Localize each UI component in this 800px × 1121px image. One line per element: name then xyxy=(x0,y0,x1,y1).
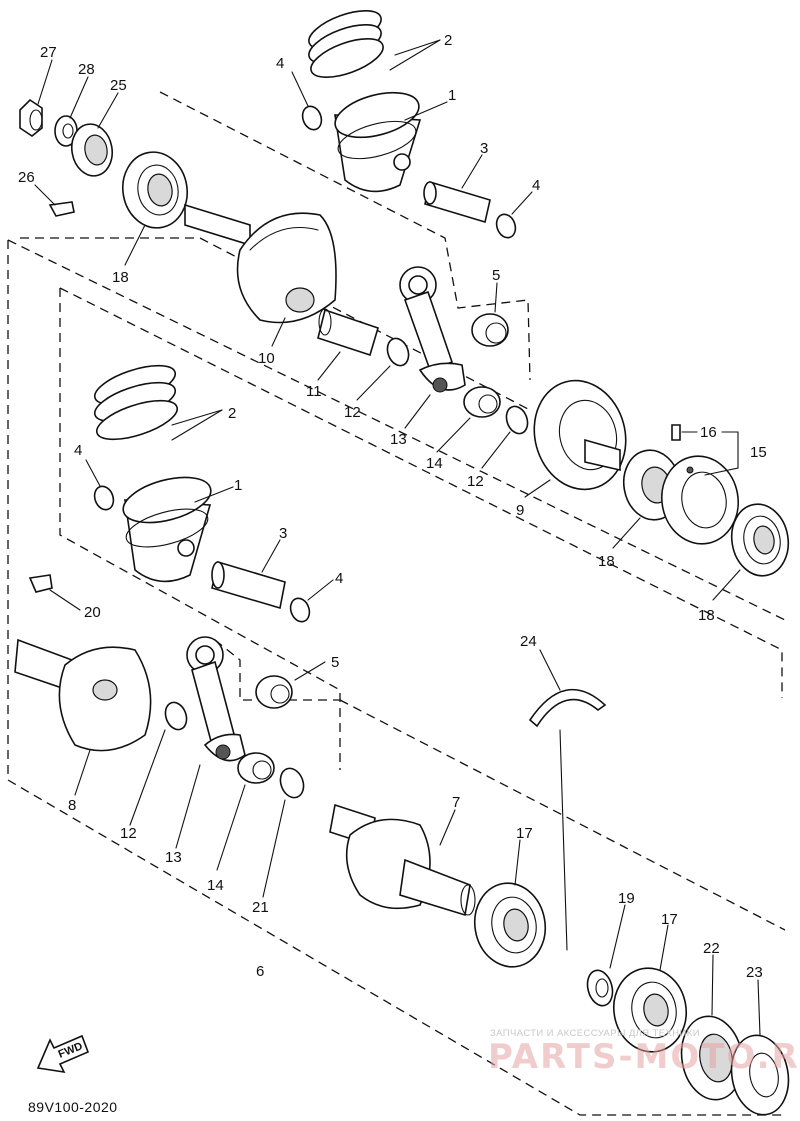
callout-5: 5 xyxy=(331,654,339,671)
callout-25: 25 xyxy=(110,77,127,94)
callout-8: 8 xyxy=(68,797,76,814)
fwd-arrow: FWD xyxy=(36,1034,90,1074)
piston-upper xyxy=(334,91,422,193)
crank-pin-11 xyxy=(317,308,379,357)
callout-3: 3 xyxy=(480,140,488,157)
callout-17: 17 xyxy=(516,825,533,842)
callout-10: 10 xyxy=(258,350,275,367)
callout-13: 13 xyxy=(165,849,182,866)
crankshaft-7 xyxy=(329,803,476,917)
callout-2: 2 xyxy=(444,32,452,49)
watermark-caption: ЗАПЧАСТИ И АКСЕССУАРЫ ДЛЯ ТЕХНИКИ xyxy=(490,1028,700,1039)
watermark: ЗАПЧАСТИ И АКСЕССУАРЫ ДЛЯ ТЕХНИКИ PARTS-… xyxy=(488,1028,800,1077)
piston-rings-upper xyxy=(308,10,384,78)
crank-web-8 xyxy=(14,638,152,752)
gear-23 xyxy=(730,1034,790,1116)
callout-23: 23 xyxy=(746,964,763,981)
piston-pin-lower xyxy=(211,560,286,610)
callout-5: 5 xyxy=(492,267,500,284)
nut-27 xyxy=(19,98,43,137)
circlip-lower-left xyxy=(93,485,115,511)
oil-seal-25 xyxy=(70,123,114,177)
callout-12: 12 xyxy=(344,404,361,421)
callout-13: 13 xyxy=(390,431,407,448)
washer-12-upper xyxy=(386,337,410,367)
circlip-upper-right xyxy=(495,213,517,239)
needle-bearing-lower-small xyxy=(255,675,293,709)
circlip-lower-right xyxy=(289,597,311,623)
callout-22: 22 xyxy=(703,940,720,957)
conrod-upper xyxy=(399,266,466,393)
conrod-lower xyxy=(186,636,246,762)
callout-18: 18 xyxy=(112,269,129,286)
leader-lines xyxy=(34,39,761,1036)
crank-web-10 xyxy=(184,203,337,324)
callout-3: 3 xyxy=(279,525,287,542)
callout-16: 16 xyxy=(700,424,717,441)
callout-19: 19 xyxy=(618,890,635,907)
callout-21: 21 xyxy=(252,899,269,916)
callout-20: 20 xyxy=(84,604,101,621)
bearing-18-upper xyxy=(122,151,188,229)
callout-11: 11 xyxy=(306,383,322,400)
callout-4: 4 xyxy=(335,570,343,587)
bearing-housing-15 xyxy=(661,455,739,545)
watermark-brand: PARTS-MOTO.RU xyxy=(488,1037,800,1077)
piston-pin-upper xyxy=(423,180,491,224)
callout-4: 4 xyxy=(276,55,284,72)
bearing-18-right xyxy=(730,503,790,577)
callout-2: 2 xyxy=(228,405,236,422)
callout-18: 18 xyxy=(598,553,615,570)
callout-9: 9 xyxy=(516,502,524,519)
callout-27: 27 xyxy=(40,44,57,61)
callout-14: 14 xyxy=(426,455,443,472)
needle-bearing-lower-big xyxy=(237,752,275,784)
callout-4: 4 xyxy=(74,442,82,459)
callout-14: 14 xyxy=(207,877,224,894)
washer-19 xyxy=(586,969,614,1007)
callout-1: 1 xyxy=(448,87,456,104)
callout-1: 1 xyxy=(234,477,242,494)
washer-upper-14 xyxy=(505,405,529,435)
piston-lower xyxy=(122,476,212,583)
callout-15: 15 xyxy=(750,444,767,461)
callout-7: 7 xyxy=(452,794,460,811)
washer-12-lower xyxy=(164,701,188,731)
circlip-upper-left xyxy=(301,105,323,131)
gear-22 xyxy=(680,1015,744,1101)
callout-24: 24 xyxy=(520,633,537,650)
diagram-code: 89V100-2020 xyxy=(28,1099,118,1115)
callout-4: 4 xyxy=(532,177,540,194)
callout-26: 26 xyxy=(18,169,35,186)
crank-web-9 xyxy=(533,379,627,491)
assembly-outlines xyxy=(7,91,786,1116)
piston-rings-lower xyxy=(93,364,179,441)
callout-28: 28 xyxy=(78,61,95,78)
key-26 xyxy=(48,201,75,217)
callout-12: 12 xyxy=(467,473,484,490)
washer-21 xyxy=(279,767,305,799)
callout-6: 6 xyxy=(256,963,264,980)
key-20 xyxy=(28,574,53,593)
callout-18: 18 xyxy=(698,607,715,624)
dowel-16 xyxy=(671,424,681,441)
bearing-17-right xyxy=(613,967,687,1053)
bearing-17-left xyxy=(473,882,547,968)
retainer-24 xyxy=(528,688,607,728)
callout-numbers: 27 28 25 26 18 2 4 1 3 4 5 10 11 12 13 1… xyxy=(18,32,767,981)
callout-17: 17 xyxy=(661,911,678,928)
needle-bearing-upper-big xyxy=(463,386,501,418)
needle-bearing-upper-small xyxy=(471,313,509,347)
callout-12: 12 xyxy=(120,825,137,842)
